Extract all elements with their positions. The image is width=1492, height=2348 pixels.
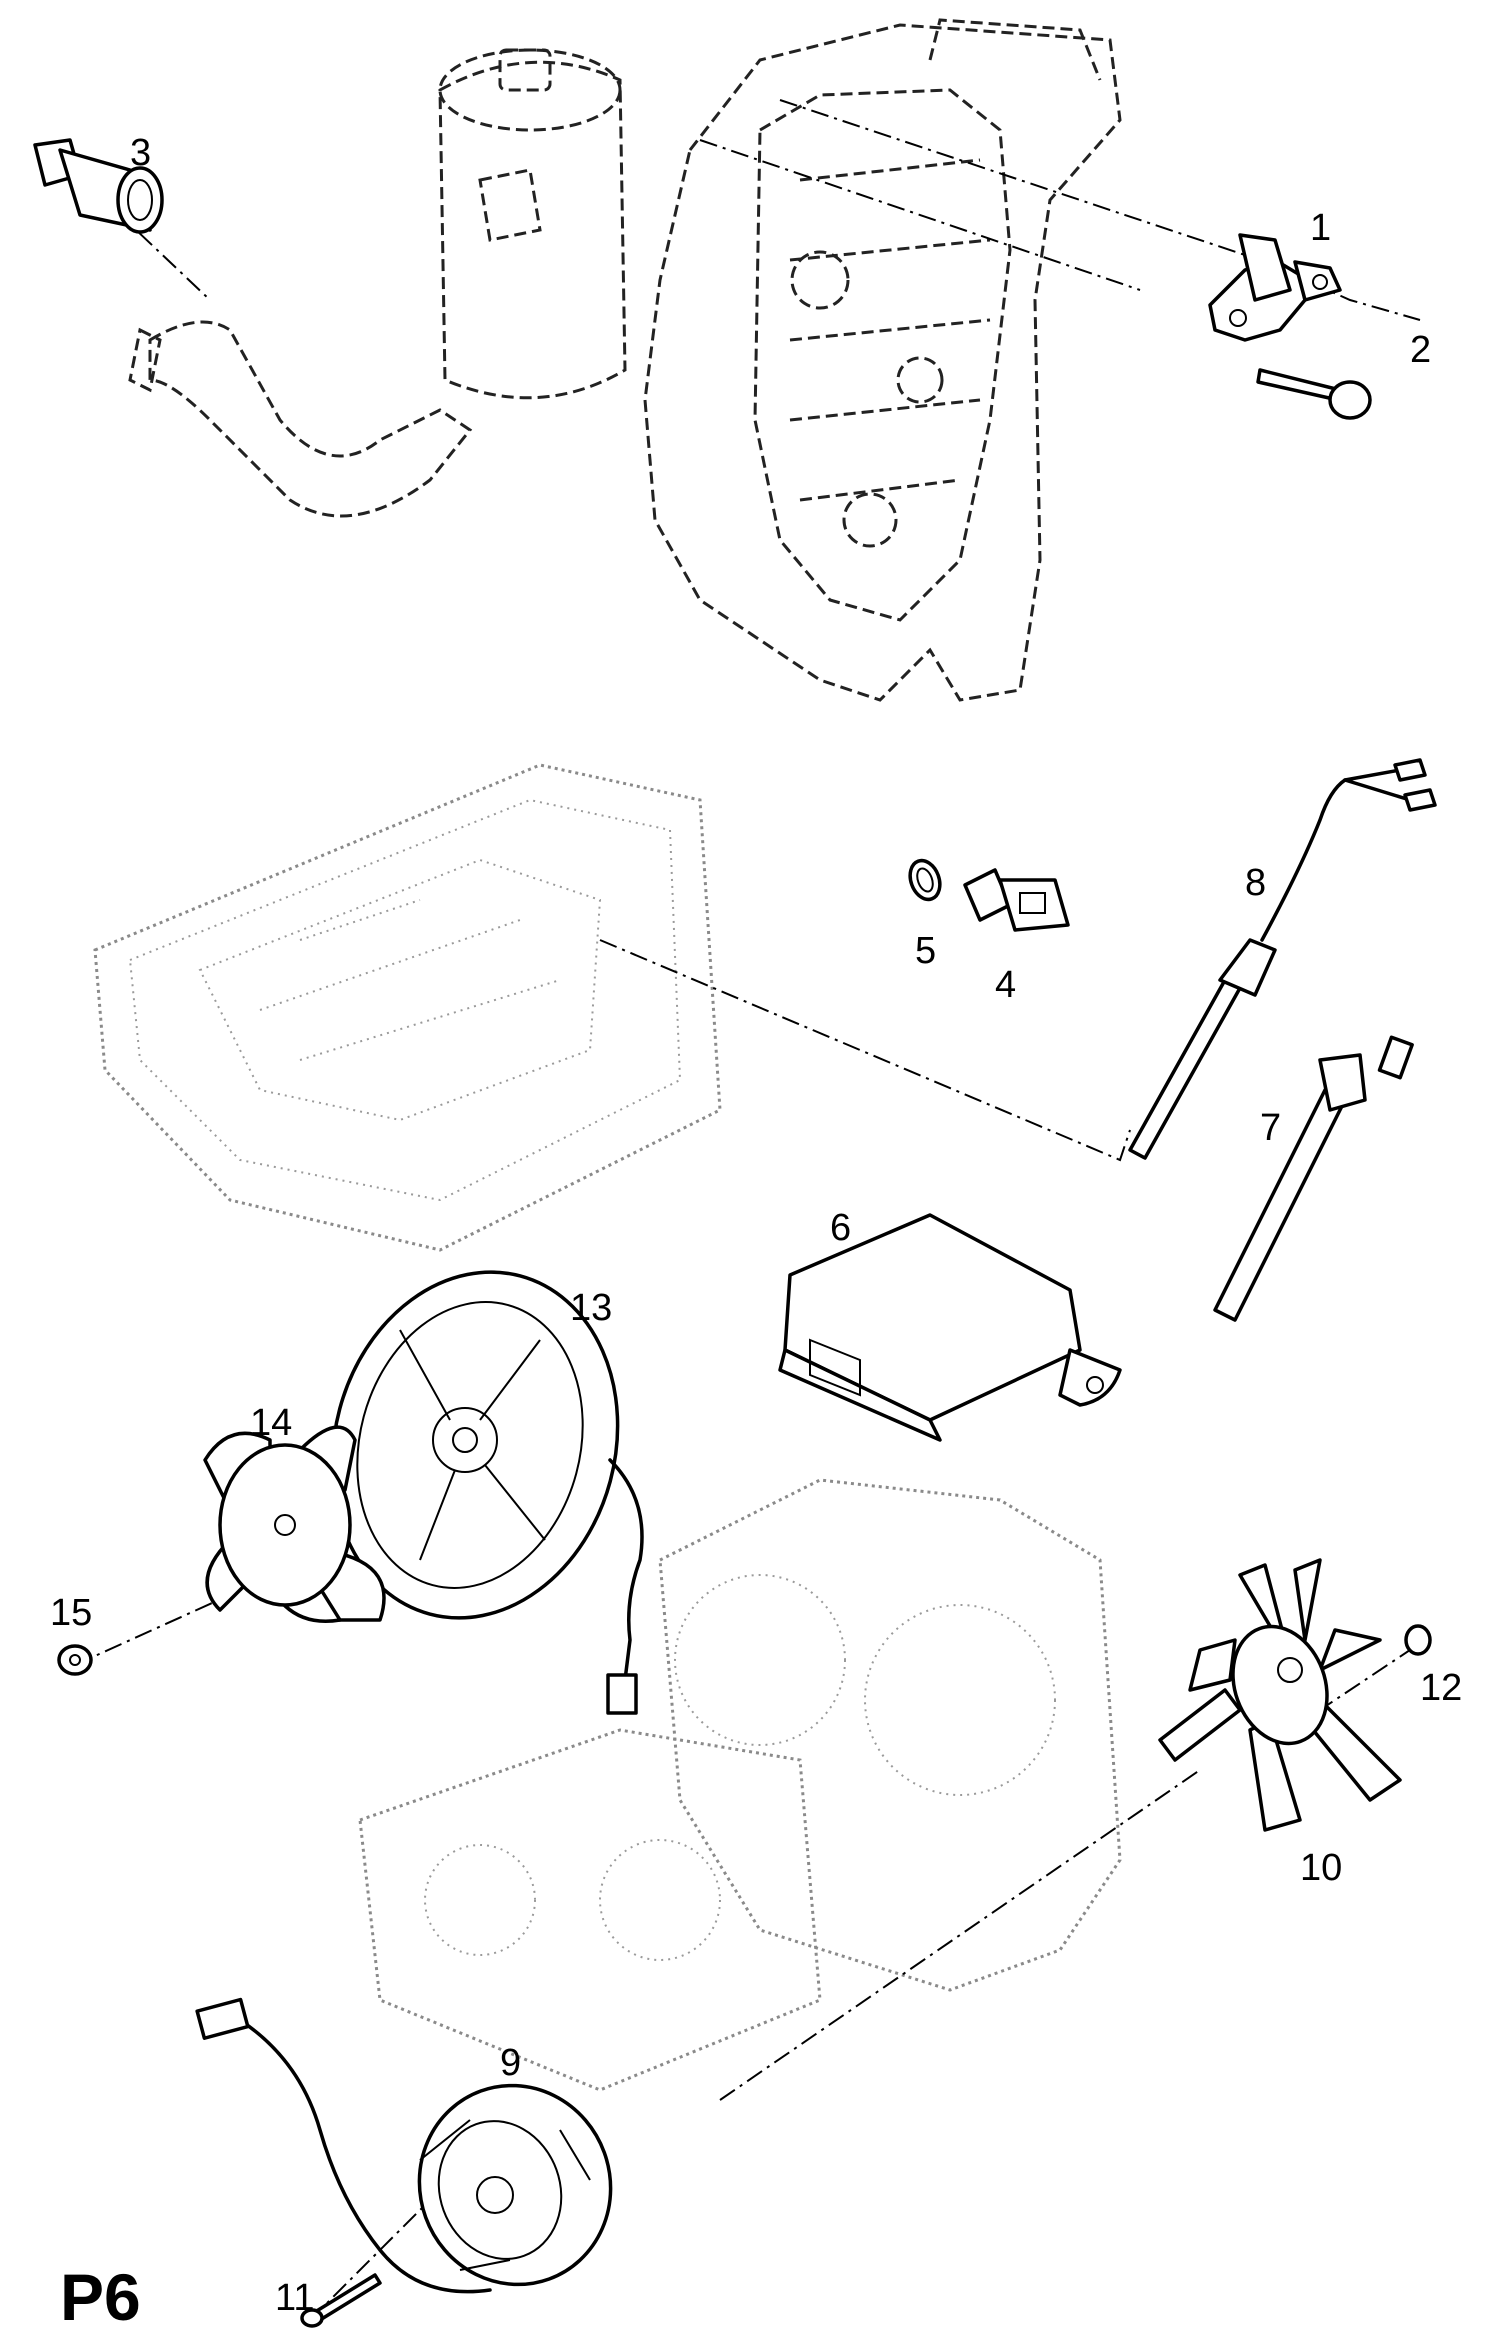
part-3-temperature-switch bbox=[33, 138, 164, 234]
callout-10: 10 bbox=[1300, 1847, 1342, 1889]
part-14-fan-blade bbox=[203, 1425, 386, 1623]
callout-3: 3 bbox=[130, 132, 151, 174]
callout-13: 13 bbox=[570, 1287, 612, 1329]
callout-14: 14 bbox=[250, 1402, 292, 1444]
part-2-bolt bbox=[1256, 368, 1372, 420]
part-4-pressure-sender bbox=[963, 868, 1070, 932]
callout-4: 4 bbox=[995, 964, 1016, 1006]
part-8-temperature-probe bbox=[1128, 758, 1437, 1160]
transmission-housing-outline bbox=[643, 18, 1122, 702]
part-6-control-unit bbox=[778, 1213, 1122, 1442]
oil-pan-outline bbox=[93, 763, 722, 1252]
callout-15: 15 bbox=[50, 1592, 92, 1634]
part-7-dipstick-tube bbox=[1213, 1035, 1414, 1322]
engine-block-outline bbox=[358, 1478, 1122, 2092]
part-1-sensor-bracket bbox=[1208, 233, 1342, 342]
part-13-fan-housing bbox=[330, 1270, 644, 1715]
callout-8: 8 bbox=[1245, 862, 1266, 904]
part-12-nut bbox=[1404, 1624, 1432, 1656]
callout-9: 9 bbox=[500, 2042, 521, 2084]
part-15-nut bbox=[57, 1644, 93, 1676]
part-10-viscous-fan bbox=[1158, 1558, 1402, 1832]
callout-1: 1 bbox=[1310, 207, 1331, 249]
callout-11: 11 bbox=[275, 2277, 314, 2319]
coolant-hose-outline bbox=[128, 320, 473, 518]
page-code-label: P6 bbox=[60, 2260, 141, 2334]
part-11-screw bbox=[300, 2273, 382, 2328]
callout-2: 2 bbox=[1410, 329, 1431, 371]
part-9-fan-motor bbox=[195, 1997, 613, 2294]
callout-12: 12 bbox=[1420, 1667, 1462, 1709]
oil-filter-housing-outline bbox=[438, 48, 627, 400]
callout-5: 5 bbox=[915, 930, 936, 972]
callout-7: 7 bbox=[1260, 1107, 1281, 1149]
part-5-seal-ring bbox=[908, 858, 942, 902]
callout-6: 6 bbox=[830, 1207, 851, 1249]
